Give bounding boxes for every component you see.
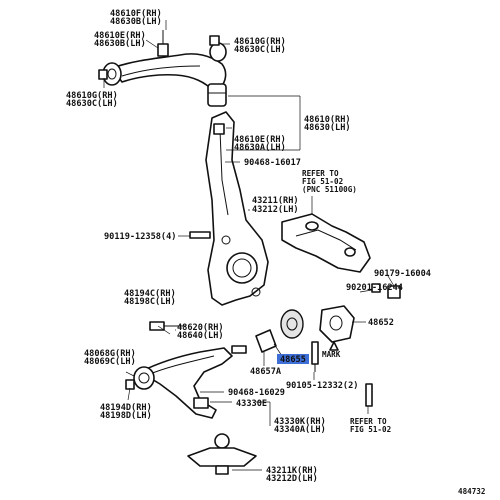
crossmember-body xyxy=(281,213,371,273)
ball-joint-stud xyxy=(214,433,230,449)
upper-arm-ridge xyxy=(121,65,201,77)
lower-arm-ridge xyxy=(149,355,215,375)
ball-joint-flange xyxy=(187,447,257,467)
diagram-id: 484732 xyxy=(458,487,485,496)
label-43211: 43211(RH) xyxy=(252,196,299,206)
label-48610e-mid: 48610E(RH) xyxy=(234,135,286,145)
upper-arm-front-bushing-hole xyxy=(107,68,117,80)
knuckle-ridge xyxy=(219,129,229,216)
knuckle-upper-nut xyxy=(213,123,225,135)
label-48610f: 48610F(RH) xyxy=(110,9,162,19)
lead-48610e xyxy=(145,39,159,49)
label-48610e: 48610E(RH) xyxy=(94,31,146,41)
upper-arm-nut-left xyxy=(98,69,108,80)
highlight-48655 xyxy=(277,354,309,364)
bolt-90105 xyxy=(311,341,319,365)
label-48630b-b: 48630B(LH) xyxy=(94,39,146,49)
ball-joint-nut xyxy=(215,465,229,475)
lead-90201 xyxy=(359,289,373,293)
lower-arm-bracket xyxy=(193,397,209,409)
lower-arm-bolt-end xyxy=(231,345,247,354)
refer-bottom-line-1: REFER TO xyxy=(350,417,387,426)
label-48610g-left: 48610G(RH) xyxy=(66,91,118,101)
upper-ball-joint xyxy=(207,83,227,107)
label-90105: 90105-12332(2) xyxy=(286,381,358,391)
upper-arm-body xyxy=(111,53,227,93)
label-48652: 48652 xyxy=(368,318,394,328)
label-48068g: 48068G(RH) xyxy=(84,349,136,359)
refer-bottom-line-2: FIG 51-02 xyxy=(350,425,391,434)
label-48620: 48620(RH) xyxy=(177,323,224,333)
lower-arm-body xyxy=(139,347,233,419)
label-48657a: 48657A xyxy=(250,367,282,377)
label-48630a: 48630A(LH) xyxy=(234,143,286,153)
label-48630: 48630(LH) xyxy=(304,123,351,133)
label-43212d: 43212D(LH) xyxy=(266,474,318,484)
lead-90179 xyxy=(387,275,395,287)
crossmember xyxy=(281,213,371,273)
lower-arm-nut xyxy=(125,379,135,390)
refer-top-line-2: FIG 51-02 xyxy=(302,177,343,186)
lead-48068g xyxy=(125,371,135,377)
knuckle-hub-bore xyxy=(226,252,258,284)
label-48194d: 48194D(RH) xyxy=(100,403,152,413)
label-43340a: 43340A(LH) xyxy=(274,425,326,435)
label-mark: MARK xyxy=(322,350,341,359)
label-48640: 48640(LH) xyxy=(177,331,224,341)
bushing-48655-hole xyxy=(286,317,298,331)
knuckle-bolt xyxy=(189,231,211,239)
refer-top-line-1: REFER TO xyxy=(302,169,339,178)
crossmember-hole xyxy=(305,221,319,231)
upper-arm-nut-top xyxy=(209,35,220,46)
upper-control-arm xyxy=(98,30,227,107)
label-90179: 90179-16004 xyxy=(374,269,431,279)
label-48610: 48610(RH) xyxy=(304,115,351,125)
label-48610g-top: 48610G(RH) xyxy=(234,37,286,47)
bushing-48652-hole xyxy=(329,315,343,331)
label-48630c-top: 48630C(LH) xyxy=(234,45,286,55)
lower-arm-front-bushing xyxy=(133,366,155,390)
knuckle-bolt-hole-1 xyxy=(221,235,231,245)
bushing-48655 xyxy=(280,309,304,339)
lower-arm-front-bushing-hole xyxy=(138,372,150,384)
leader-lines xyxy=(103,20,395,471)
bushing-48652 xyxy=(319,305,355,343)
bolt-90105-b xyxy=(365,383,373,407)
label-90119: 90119-12358(4) xyxy=(104,232,176,242)
crossmember-ridge xyxy=(295,229,357,251)
label-48630b: 48630B(LH) xyxy=(110,17,162,27)
upper-arm-bolt-head xyxy=(157,43,169,57)
washer-90201 xyxy=(371,283,381,293)
label-48655: 48655 xyxy=(280,355,306,365)
lead-48194d xyxy=(127,387,131,401)
label-48198c: 48198C(LH) xyxy=(124,297,176,307)
knuckle-hub-bore-inner xyxy=(232,258,252,278)
strut-bushings xyxy=(255,283,401,407)
label-43212: 43212(LH) xyxy=(252,205,299,215)
part-labels: 48610F(RH) 48630B(LH) 48610E(RH) 48630B(… xyxy=(66,9,431,484)
reference-notes: REFER TO FIG 51-02 (PNC 51100G) REFER TO… xyxy=(302,169,391,434)
label-48069c: 48069C(LH) xyxy=(84,357,136,367)
refer-top-line-3: (PNC 51100G) xyxy=(302,185,357,194)
label-90468-16029: 90468-16029 xyxy=(228,388,285,398)
label-48198d: 48198D(LH) xyxy=(100,411,152,421)
lower-ball-joint xyxy=(187,433,257,475)
label-48630c-left: 48630C(LH) xyxy=(66,99,118,109)
label-43330k: 43330K(RH) xyxy=(274,417,326,427)
label-90201: 90201-16244 xyxy=(346,283,403,293)
label-43211k: 43211K(RH) xyxy=(266,466,318,476)
mark-arrow xyxy=(329,341,339,351)
label-43330e: 43330E xyxy=(236,399,267,409)
label-48194c: 48194C(RH) xyxy=(124,289,176,299)
crossmember-hole-2 xyxy=(344,247,356,257)
knuckle-bolt-hole-2 xyxy=(251,287,261,297)
label-90468-16017: 90468-16017 xyxy=(244,158,301,168)
lower-control-arm xyxy=(125,321,247,419)
lead-48194c xyxy=(157,325,171,335)
steering-knuckle xyxy=(189,111,269,306)
retainer-48657a xyxy=(255,329,277,353)
